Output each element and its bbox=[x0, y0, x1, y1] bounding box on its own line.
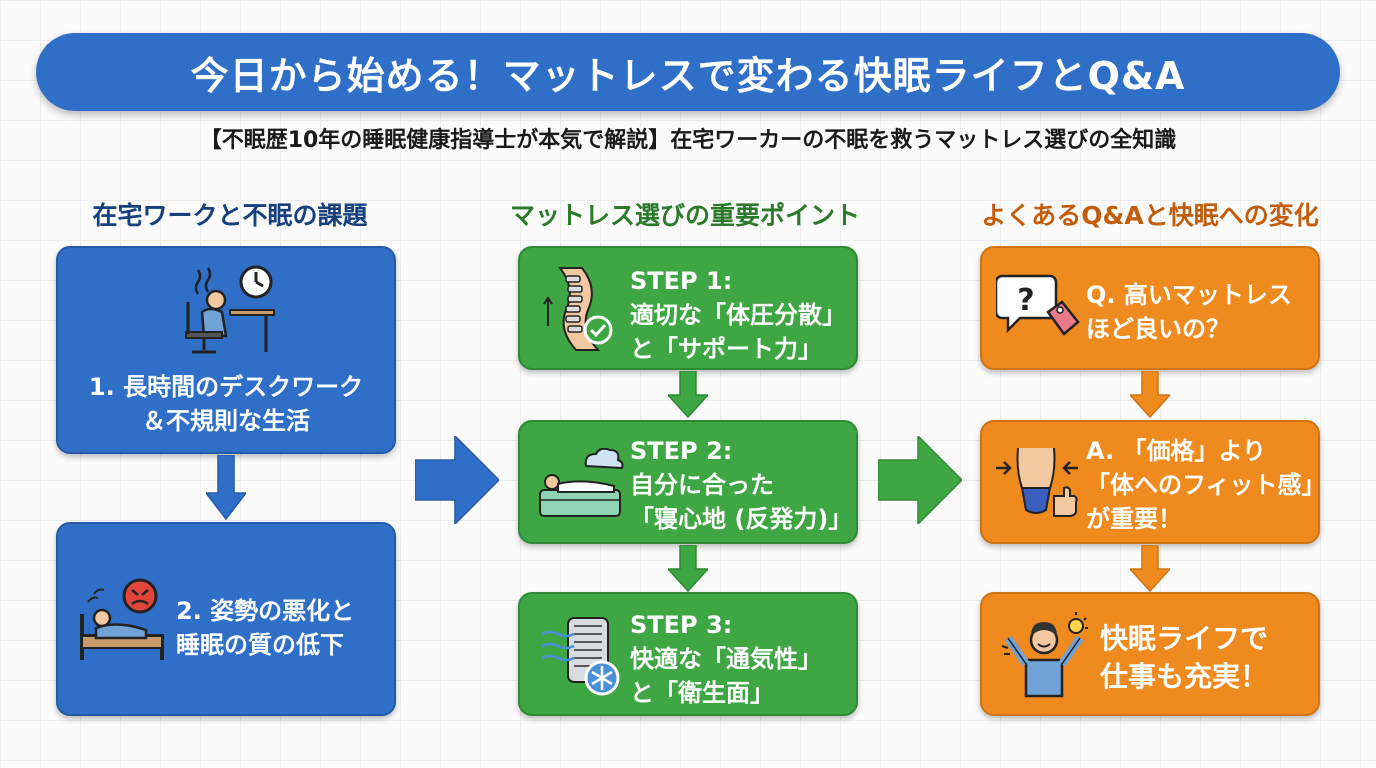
step-2-line1: 自分に合った bbox=[630, 471, 774, 499]
column-heading-issues: 在宅ワークと不眠の課題 bbox=[92, 201, 368, 230]
step-3-label: STEP 3: bbox=[630, 611, 733, 639]
arrow-down-icon bbox=[1130, 545, 1170, 593]
issue-1-line2: ＆不規則な生活 bbox=[142, 407, 310, 435]
qa-question-line1: Q. 高いマットレス bbox=[1086, 281, 1292, 309]
issue-2-line2: 睡眠の質の低下 bbox=[176, 631, 344, 659]
page-subtitle: 【不眠歴10年の睡眠健康指導士が本気で解説】在宅ワーカーの不眠を救うマットレス選… bbox=[199, 128, 1177, 153]
column-heading-points: マットレス選びの重要ポイント bbox=[509, 201, 860, 230]
step-3-line2: と「衛生面」 bbox=[630, 679, 774, 707]
arrow-down-icon bbox=[668, 371, 708, 419]
qa-result-box: 快眠ライフで 仕事も充実！ bbox=[980, 592, 1320, 716]
step-box-1: STEP 1: 適切な「体圧分散」 と「サポート力」 bbox=[518, 246, 858, 370]
step-2-line2: 「寝心地 (反発力)」 bbox=[630, 505, 853, 533]
step-1-line1: 適切な「体圧分散」 bbox=[630, 301, 846, 329]
title-banner: 今日から始める！マットレスで変わる快眠ライフとQ&A bbox=[36, 33, 1340, 111]
qa-result-line1: 快眠ライフで bbox=[1100, 622, 1269, 655]
arrow-right-icon bbox=[878, 436, 962, 524]
step-1-label: STEP 1: bbox=[630, 267, 733, 295]
step-box-3: STEP 3: 快適な「通気性」 と「衛生面」 bbox=[518, 592, 858, 716]
issue-1-line1: 1. 長時間のデスクワーク bbox=[88, 373, 364, 401]
airflow-fan-icon bbox=[541, 617, 620, 696]
qa-result-line2: 仕事も充実！ bbox=[1100, 660, 1269, 693]
step-2-label: STEP 2: bbox=[630, 437, 733, 465]
column-heading-qa: よくあるQ&Aと快眠への変化 bbox=[981, 201, 1319, 230]
arrow-down-icon bbox=[206, 455, 246, 521]
step-1-line2: と「サポート力」 bbox=[630, 335, 822, 363]
step-3-line1: 快適な「通気性」 bbox=[630, 645, 822, 673]
qa-answer-box: A. 「価格」より 「体へのフィット感」 が重要！ bbox=[980, 420, 1326, 544]
body-fit-icon bbox=[996, 447, 1078, 517]
sleeping-mattress-icon bbox=[539, 448, 624, 517]
qa-question-line2: ほど良いの？ bbox=[1086, 315, 1230, 343]
qa-question-box: ? Q. 高いマットレス ほど良いの？ bbox=[980, 246, 1320, 370]
svg-text:?: ? bbox=[1017, 283, 1034, 318]
spine-check-icon bbox=[543, 267, 613, 351]
step-box-2: STEP 2: 自分に合った 「寝心地 (反発力)」 bbox=[518, 420, 858, 544]
happy-person-icon bbox=[1001, 612, 1088, 698]
desk-worker-icon bbox=[185, 265, 275, 354]
arrow-down-icon bbox=[668, 545, 708, 593]
issue-box-2: 2. 姿勢の悪化と 睡眠の質の低下 bbox=[56, 522, 396, 716]
issue-box-1: 1. 長時間のデスクワーク ＆不規則な生活 bbox=[56, 246, 396, 454]
issue-2-line1: 2. 姿勢の悪化と bbox=[176, 597, 355, 625]
qa-answer-line1: A. 「価格」より bbox=[1086, 437, 1267, 465]
restless-sleeper-icon bbox=[80, 578, 164, 660]
question-tag-icon: ? bbox=[996, 274, 1080, 336]
arrow-right-icon bbox=[415, 436, 499, 524]
qa-answer-line2: 「体へのフィット感」 bbox=[1086, 471, 1326, 499]
page-title: 今日から始める！マットレスで変わる快眠ライフとQ&A bbox=[190, 53, 1186, 98]
qa-answer-line3: が重要！ bbox=[1086, 505, 1182, 533]
arrow-down-icon bbox=[1130, 371, 1170, 419]
